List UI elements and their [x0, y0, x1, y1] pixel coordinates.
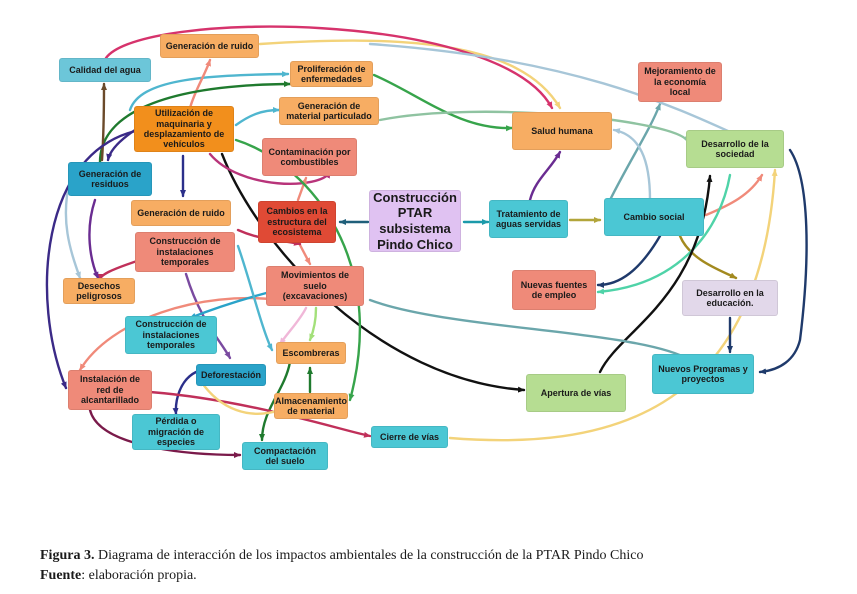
- arrow-movimientos-to-construccion2: [188, 290, 272, 320]
- arrow-cambio-to-desarrollo: [704, 173, 764, 217]
- arrow-cambio-to-empleo: [596, 234, 662, 288]
- arrow-movimientos-to-almacenamiento: [308, 306, 318, 342]
- arrow-utilizacion-to-proliferacion: [128, 71, 290, 112]
- arrow-construccion-to-desechos: [97, 258, 142, 282]
- caption-figure-line: Figura 3. Diagrama de interacción de los…: [40, 546, 643, 566]
- arrow-utilizacion-to-instalacion-red: [45, 128, 142, 390]
- node-compactacion-suelo: Compactación del suelo: [242, 442, 328, 470]
- node-mejoramiento-economia: Mejoramiento de la economía local: [638, 62, 722, 102]
- node-cambios-estructura: Cambios en la estructura del ecosistema: [258, 201, 336, 243]
- caption-source-line: Fuente: elaboración propia.: [40, 566, 643, 586]
- node-construccion-ptar: Construcción PTAR subsistema Pindo Chico: [369, 190, 461, 252]
- node-generacion-material-particulado: Generación de material particulado: [279, 97, 379, 125]
- node-instalacion-red: Instalación de red de alcantarillado: [68, 370, 152, 410]
- node-apertura-vias: Apertura de vías: [526, 374, 626, 412]
- node-generacion-residuos: Generación de residuos: [68, 162, 152, 196]
- node-cambio-social: Cambio social: [604, 198, 704, 236]
- arrow-cambios-to-movimientos: [298, 243, 312, 266]
- node-desechos-peligrosos: Desechos peligrosos: [63, 278, 135, 304]
- node-desarrollo-educacion: Desarrollo en la educación.: [682, 280, 778, 316]
- node-utilizacion-maquinaria: Utilización de maquinaria y desplazamien…: [134, 106, 234, 152]
- node-construccion-instalaciones-2: Construcción de instalaciones temporales: [125, 316, 217, 354]
- arrow-calidad-to-salud: [104, 25, 554, 110]
- node-perdida-especies: Pérdida o migración de especies: [132, 414, 220, 450]
- arrow-cierre-to-sociedad: [448, 168, 778, 442]
- arrow-proliferacion-to-salud: [372, 73, 514, 132]
- node-tratamiento-aguas: Tratamiento de aguas servidas: [489, 200, 568, 238]
- node-generacion-ruido-top: Generación de ruido: [160, 34, 259, 58]
- arrow-cambio-to-salud: [612, 128, 652, 202]
- arrow-cambio-to-mejoramiento: [608, 102, 662, 202]
- arrow-utilizacion-to-contaminacion: [208, 152, 332, 185]
- node-cierre-vias: Cierre de vías: [371, 426, 448, 448]
- arrow-sociedad-to-programas: [758, 148, 808, 375]
- node-calidad-agua: Calidad del agua: [59, 58, 151, 82]
- node-escombreras: Escombreras: [276, 342, 346, 364]
- arrow-movimientos-to-escombreras: [278, 306, 308, 346]
- caption-figure-label: Figura 3.: [40, 548, 95, 563]
- node-generacion-ruido-mid: Generación de ruido: [131, 200, 231, 226]
- caption-source-label: Fuente: [40, 568, 82, 583]
- node-almacenamiento-material: Almacenamiento de material: [274, 393, 348, 419]
- node-desarrollo-sociedad: Desarrollo de la sociedad: [686, 130, 784, 168]
- node-movimientos-suelo: Movimientos de suelo (excavaciones): [266, 266, 364, 306]
- node-deforestacion: Deforestación: [196, 364, 266, 386]
- node-construccion-instalaciones-1: Construcción de instalaciones temporales: [135, 232, 235, 272]
- caption-figure-text: Diagrama de interacción de los impactos …: [97, 548, 644, 563]
- arrow-tratamiento-to-salud: [528, 150, 562, 202]
- node-salud-humana: Salud humana: [512, 112, 612, 150]
- arrow-deforestacion-to-perdida: [172, 370, 198, 416]
- arrow-residuos-to-desechos: [88, 198, 100, 280]
- arrow-instalaciones-to-desechos: [64, 178, 82, 280]
- node-nuevos-programas: Nuevos Programas y proyectos: [652, 354, 754, 394]
- arrow-utilizacion-to-ruido: [188, 58, 212, 110]
- arrow-utilizacion-to-particulado: [234, 107, 281, 127]
- arrow-instalaciones-to-escombreras: [236, 244, 274, 352]
- impact-interaction-diagram: Calidad del agua Generación de ruido Pro…: [45, 25, 808, 470]
- arrow-almacenamiento-to-deforestacion: [198, 378, 282, 415]
- node-nuevas-fuentes-empleo: Nuevas fuentes de empleo: [512, 270, 596, 310]
- arrow-cambios-to-contaminacion: [296, 176, 308, 202]
- node-contaminacion-combustibles: Contaminación por combustibles: [262, 138, 357, 176]
- caption-source-text: : elaboración propia.: [81, 568, 197, 583]
- node-proliferacion-enfermedades: Proliferación de enfermedades: [290, 61, 373, 87]
- arrow-residuos-to-calidad: [100, 82, 107, 162]
- arrow-ptar-to-programas: [368, 298, 692, 362]
- arrow-cambio-to-educacion: [678, 234, 738, 280]
- interaction-arrows: [45, 25, 808, 458]
- figure-caption: Figura 3. Diagrama de interacción de los…: [40, 546, 643, 586]
